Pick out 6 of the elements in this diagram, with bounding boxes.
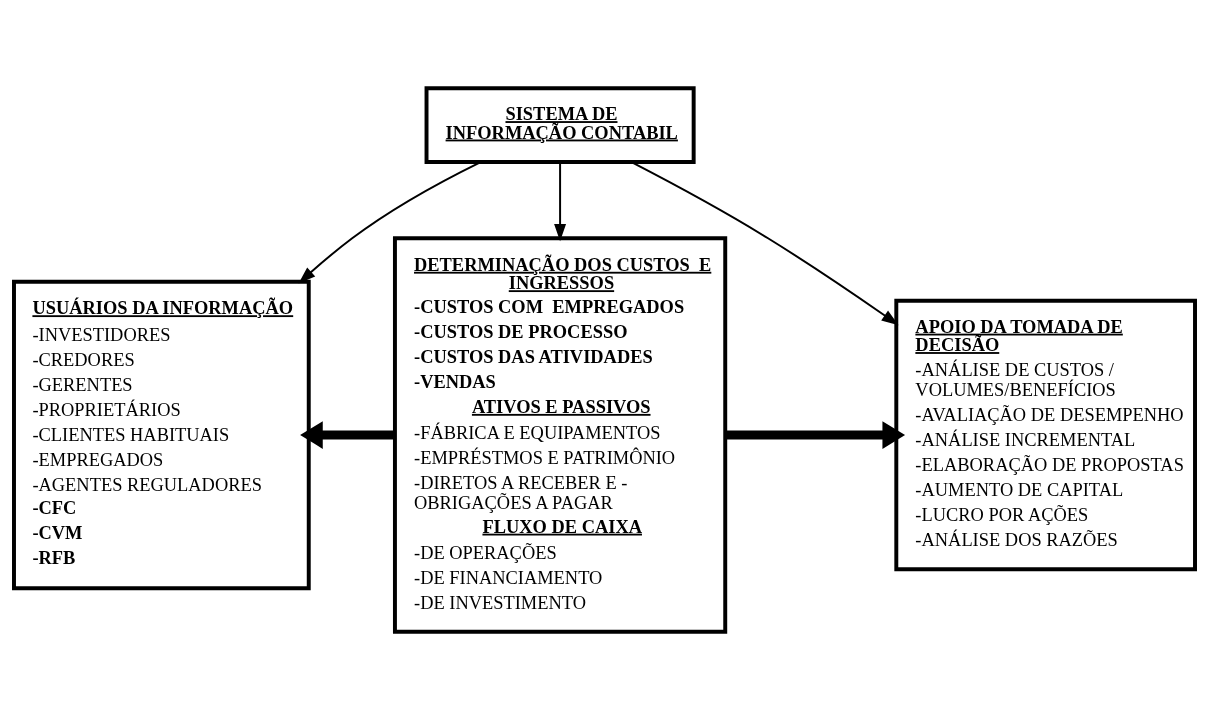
node-box: USUÁRIOS DA INFORMAÇÃO -INVESTIDORES -CREDORES -GERENTES -PROPRIETÁRIOS -CLIENTES HABITUAIS -EMPREGADOS -AGENTES REGULADORES -CFC -CVM -RFB <box>12 279 311 590</box>
node-box: APOIO DA TOMADA DE DECISÃO -ANÁLISE DE CUSTOS / VOLUMES/BENEFÍCIOS -AVALIAÇÃO DE DESEMPENHO -ANÁLISE INCREMENTAL -ELABORAÇÃO DE PROPOSTAS -AUMENTO DE CAPITAL -LUCRO POR AÇÕES -ANÁLISE DOS RAZÕES <box>894 298 1197 571</box>
arrow <box>725 420 906 449</box>
arrow <box>300 420 395 449</box>
node-box: DETERMINAÇÃO DOS CUSTOS E INGRESSOS -CUSTOS COM EMPREGADOS -CUSTOS DE PROCESSO -CUSTOS DAS ATIVIDADES -VENDAS ATIVOS E PASSIVOS -FÁBRICA E EQUIPAMENTOS -EMPRÉSTMOS E PATRIMÔNIO -DIRETOS A RECEBER E - OBRIGAÇÕES A PAGAR FLUXO DE CAIXA -DE OPERAÇÕES -DE FINANCIAMENTO -DE INVESTIMENTO <box>392 235 728 634</box>
node-box: SISTEMA DE INFORMAÇÃO CONTABIL <box>424 85 696 164</box>
